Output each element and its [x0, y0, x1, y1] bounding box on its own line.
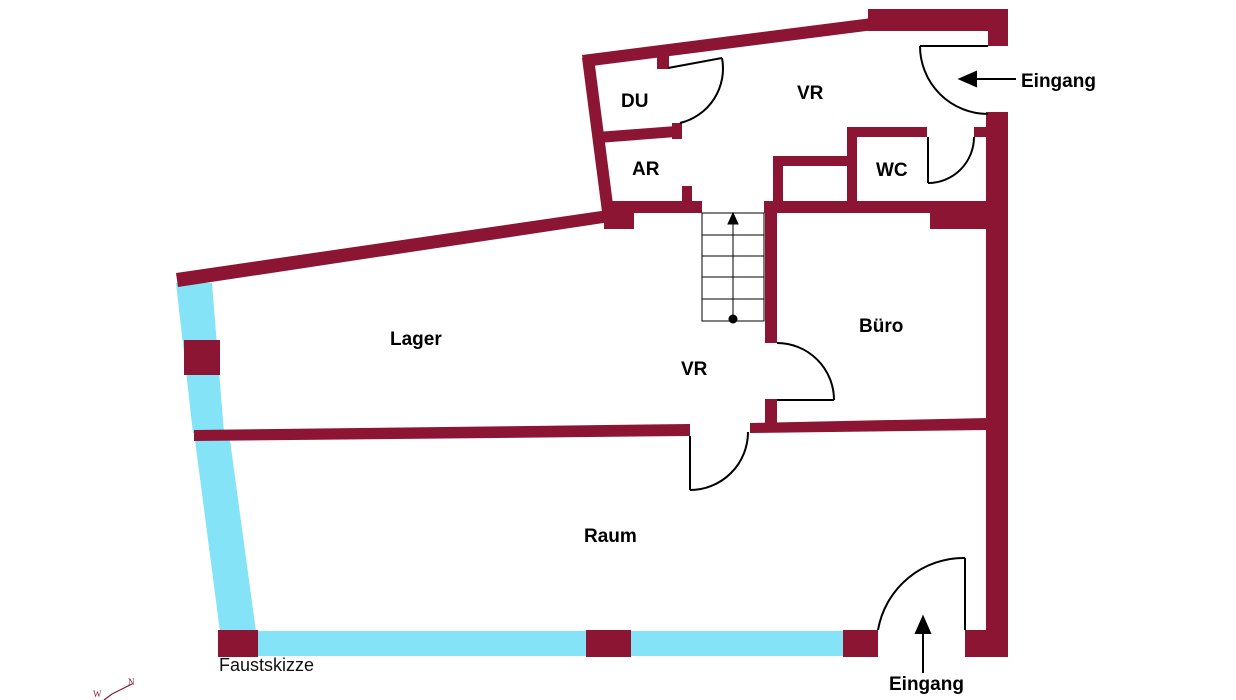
wall-upper-right-stub — [988, 20, 1008, 46]
door-wc — [927, 136, 975, 184]
door-entrance-top — [919, 45, 989, 115]
wall-du-ar — [597, 126, 676, 143]
sketch-note: Faustskizze — [219, 655, 314, 675]
wall-ar-door-jamb — [682, 186, 692, 202]
room-label-ar: AR — [632, 159, 660, 180]
wall-closet-left — [773, 156, 783, 206]
entrance-label-top: Eingang — [1021, 71, 1096, 92]
wall-upper-top — [582, 18, 874, 67]
wall-pillar-left — [184, 340, 220, 375]
wall-du-top-stub — [657, 55, 669, 69]
room-label-lager: Lager — [390, 329, 442, 350]
wall-raum-buero — [750, 418, 988, 433]
wall-bottom-right-b — [965, 630, 1008, 657]
window-bottom-2 — [629, 631, 845, 656]
room-label-buero: Büro — [859, 316, 903, 337]
arrow-icon — [914, 614, 932, 673]
wall-upper-top-right — [868, 9, 1008, 31]
doors — [667, 45, 989, 631]
wall-right-outer — [986, 112, 1008, 656]
stairs — [701, 211, 765, 324]
room-label-vr-upper: VR — [797, 83, 824, 104]
door-raum — [689, 431, 749, 491]
wall-lager-top — [176, 210, 610, 287]
door-buero — [776, 342, 835, 401]
wall-bottom-pillar — [586, 630, 631, 657]
entrance-label-bottom: Eingang — [889, 674, 964, 695]
compass-n: N — [128, 677, 135, 687]
compass-icon: N W — [93, 677, 135, 700]
wall-corner-thick — [930, 201, 990, 229]
window-left-bottom — [195, 440, 256, 632]
wall-wc-left — [847, 127, 857, 205]
walls — [176, 9, 1008, 657]
wall-wc-top — [847, 127, 927, 137]
wall-buero-left-stub — [765, 399, 777, 424]
wall-bottom-right-a — [843, 630, 878, 657]
wall-lager-raum — [194, 424, 690, 441]
room-label-wc: WC — [876, 160, 908, 181]
door-du — [667, 57, 724, 124]
window-bottom-1 — [254, 631, 588, 656]
room-label-du: DU — [621, 91, 648, 112]
wall-du-door-jamb — [672, 123, 682, 139]
wall-buero-left — [765, 210, 777, 343]
arrow-icon — [957, 70, 1016, 88]
wall-wc-right-stub — [974, 127, 990, 137]
room-label-vr-lower: VR — [681, 359, 708, 380]
wall-bottom-corner-left — [218, 630, 258, 657]
door-entrance-bottom — [877, 556, 966, 631]
compass-w: W — [93, 689, 102, 699]
windows — [176, 283, 845, 656]
wall-closet-top — [773, 156, 849, 166]
room-label-raum: Raum — [584, 526, 637, 547]
